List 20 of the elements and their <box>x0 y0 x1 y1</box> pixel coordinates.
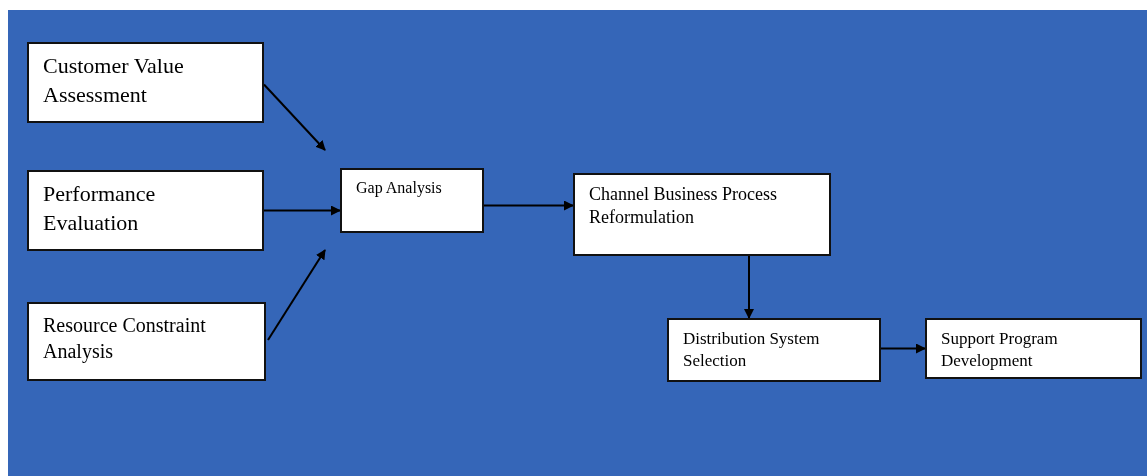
process-box <box>667 318 881 382</box>
box-label: Channel Business Process Reformulation <box>589 184 777 228</box>
box-label: Distribution System Selection <box>683 329 820 371</box>
process-box <box>925 318 1142 379</box>
process-box <box>27 302 266 381</box>
box-label: Customer Value Assessment <box>43 53 184 107</box>
box-label: Resource Constraint Analysis <box>43 314 206 362</box>
box-label: Support Program Development <box>941 329 1058 371</box>
arrow <box>267 249 326 341</box>
arrow <box>263 205 341 216</box>
process-box <box>340 168 484 233</box>
process-box <box>573 173 831 256</box>
arrow <box>880 343 926 354</box>
box-label: Gap Analysis <box>356 179 442 196</box>
process-box <box>27 170 264 251</box>
box-label: Performance Evaluation <box>43 181 156 235</box>
arrow <box>483 200 574 211</box>
process-box <box>27 42 264 123</box>
arrow <box>263 83 326 151</box>
arrow <box>744 255 754 319</box>
